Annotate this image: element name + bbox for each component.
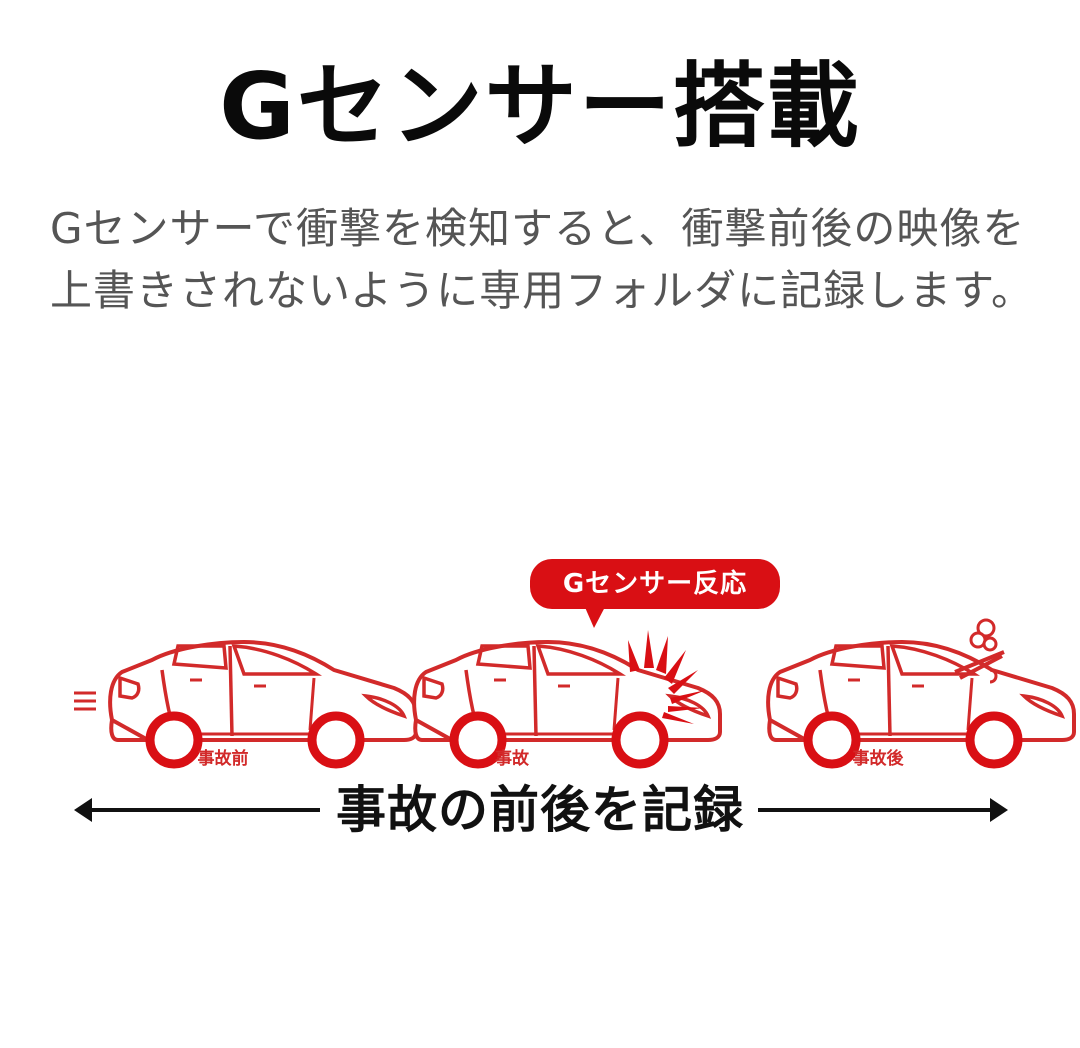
open-hood-icon [954,650,1005,680]
g-sensor-reaction-bubble: Gセンサー反応 [530,559,780,609]
car-label-after: 事故後 [852,749,904,769]
smoke-icon [969,618,998,684]
description-line-2: 上書きされないように専用フォルダに記録します。 [50,266,1034,315]
timeline-label-text: 事故の前後を記録 [322,781,758,839]
description-line-1: Gセンサーで衝撃を検知すると、衝撃前後の映像を [50,204,1026,253]
car-label-before: 事故前 [197,749,249,769]
timeline-arrow [74,798,1008,822]
impact-burst-icon [628,630,706,724]
timeline-label: 事故の前後を記録 [0,778,1080,842]
page-title: Gセンサー搭載 [219,53,861,160]
car-label-accident: 事故 [495,749,529,769]
description: Gセンサーで衝撃を検知すると、衝撃前後の映像を 上書きされないように専用フォルダ… [50,198,1050,322]
accident-illustration [74,605,1080,822]
motion-lines-icon [74,691,96,711]
bubble-tail-icon [584,605,606,628]
